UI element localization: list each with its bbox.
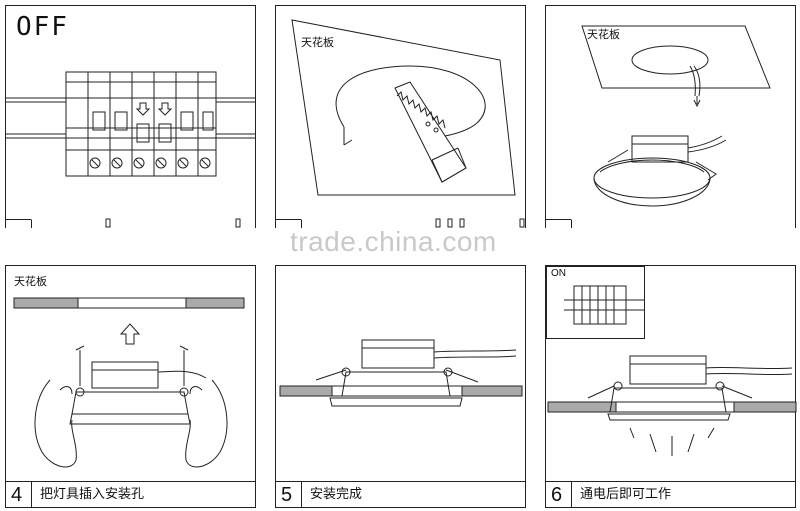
powered-fixture bbox=[546, 266, 797, 456]
watermark-band bbox=[0, 228, 800, 262]
step-caption-4: 把灯具插入安装孔 bbox=[40, 487, 145, 502]
breaker-panel-off bbox=[6, 71, 255, 177]
off-label: OFF bbox=[16, 12, 69, 42]
ceiling-cutting bbox=[291, 19, 516, 196]
step-caption-5: 安装完成 bbox=[310, 487, 363, 502]
ceiling-label-panel3: 天花板 bbox=[587, 28, 620, 41]
step-caption-6: 通电后即可工作 bbox=[580, 487, 672, 502]
insert-fixture bbox=[13, 297, 245, 468]
on-label: ON bbox=[551, 268, 566, 279]
step-number-4: 4 bbox=[11, 484, 23, 506]
ceiling-label-panel2: 天花板 bbox=[301, 36, 334, 49]
ceiling-label-panel4: 天花板 bbox=[14, 275, 47, 288]
panel-frames bbox=[5, 5, 796, 508]
step-number-5: 5 bbox=[281, 484, 293, 506]
breaker-modules bbox=[87, 72, 214, 176]
watermark-text: trade.china.com bbox=[290, 226, 497, 257]
ceiling-wiring bbox=[581, 25, 771, 207]
installed-fixture bbox=[279, 339, 523, 407]
step-number-6: 6 bbox=[551, 484, 563, 506]
